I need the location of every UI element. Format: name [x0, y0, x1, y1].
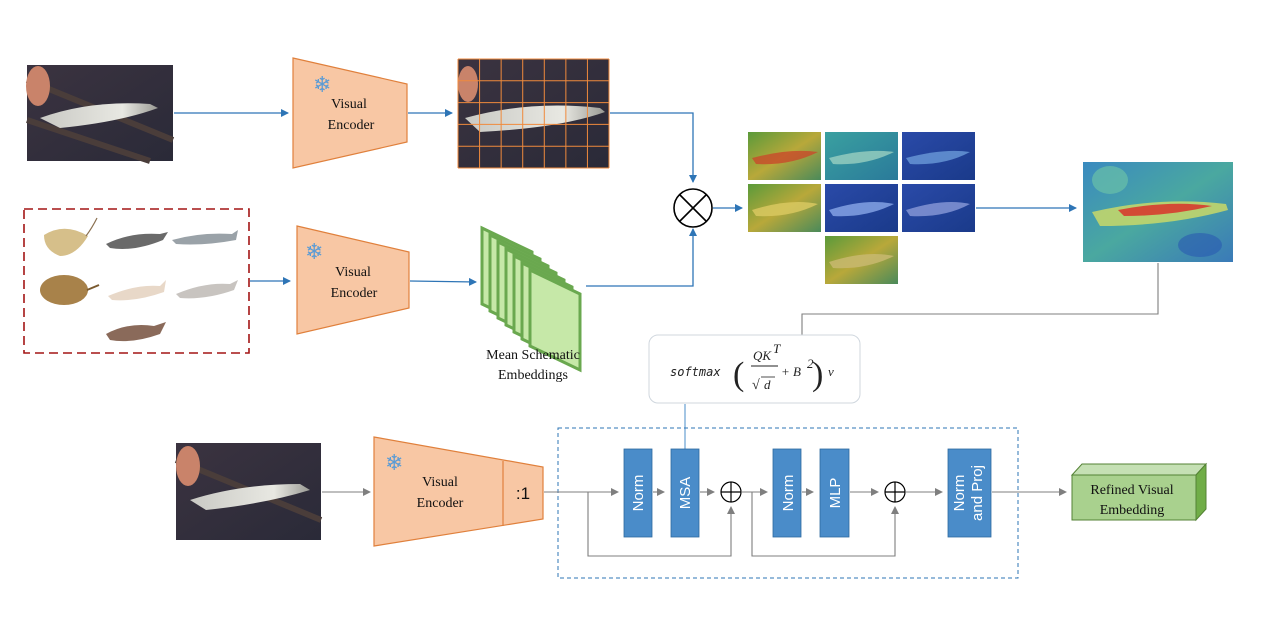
output-label-2: Embedding: [1100, 503, 1165, 518]
heatmap-tile: [748, 132, 821, 180]
multiply-circle-icon: [673, 188, 713, 228]
visual-encoder-top: ❄ Visual Encoder: [292, 57, 408, 169]
norm-and-proj-block: Norm and Proj: [947, 448, 992, 538]
snowflake-icon: ❄: [305, 239, 323, 264]
cls-token-label: :1: [516, 484, 530, 503]
visual-encoder-bottom: ❄ Visual Encoder :1: [373, 436, 544, 547]
msa-label: MSA: [677, 477, 694, 510]
arrow-fused-to-formula: [798, 263, 1159, 353]
formula-numerator-sup: T: [773, 341, 781, 356]
arrow-embeddings-to-product: [586, 228, 697, 287]
schematic-ray: [40, 275, 100, 305]
schematic-ray: [44, 217, 98, 256]
mlp-block: MLP: [819, 448, 850, 538]
heatmap-tile: [902, 132, 975, 180]
refined-visual-embedding-box: Refined Visual Embedding: [1070, 462, 1208, 522]
schematic-shark: [106, 232, 168, 249]
formula-value-term: v: [828, 364, 834, 379]
plus-circle-icon: [720, 481, 742, 503]
formula-numerator: QK: [753, 348, 772, 363]
embedding-card: [528, 267, 582, 373]
formula-paren-left: (: [733, 356, 744, 393]
attention-formula-box: softmax ( QK T √ d + B 2 ) v: [648, 334, 861, 404]
attention-heatmap-grid: [748, 132, 975, 284]
residual-connection-1: [587, 492, 735, 557]
input-photo-top: [25, 65, 175, 164]
formula-denominator: d: [764, 377, 771, 392]
plus-circle-icon: [884, 481, 906, 503]
mean-schematic-embeddings: [480, 225, 582, 373]
norm2-label: Norm: [780, 475, 797, 512]
schematic-examples-box: [23, 208, 250, 354]
formula-bias-sup: 2: [807, 356, 814, 371]
patch-grid-image: [457, 58, 610, 169]
input-photo-bottom: [174, 443, 323, 540]
schematic-shark: [176, 280, 238, 299]
msa-block: MSA: [670, 448, 700, 538]
heatmap-tile: [825, 184, 898, 232]
norm-proj-label-1: Norm: [951, 475, 968, 512]
heatmap-tile: [825, 132, 898, 180]
norm-proj-label-2: and Proj: [969, 465, 986, 521]
encoder-middle-label-2: Encoder: [331, 286, 378, 301]
encoder-top-label-1: Visual: [331, 97, 367, 112]
snowflake-icon: ❄: [313, 72, 331, 97]
encoder-bottom-label-1: Visual: [422, 475, 458, 490]
embeddings-label-1: Mean Schematic: [486, 348, 580, 363]
residual-connection-2: [751, 492, 899, 557]
encoder-top-label-2: Encoder: [328, 118, 375, 133]
sqrt-icon: √: [752, 378, 760, 393]
mlp-label: MLP: [827, 478, 844, 509]
embeddings-label-2: Embeddings: [498, 368, 568, 383]
schematic-shark: [106, 322, 166, 342]
snowflake-icon: ❄: [385, 450, 403, 475]
norm1-block: Norm: [623, 448, 653, 538]
arrow-encoder-to-embeddings: [409, 277, 477, 286]
formula-paren-right: ): [812, 356, 823, 393]
heatmap-tile: [825, 236, 898, 284]
output-label-1: Refined Visual: [1090, 483, 1173, 498]
fused-heatmap-image: [1083, 162, 1233, 262]
encoder-middle-label-1: Visual: [335, 265, 371, 280]
heatmap-tile: [748, 184, 821, 232]
arrow-patches-to-product: [610, 112, 697, 183]
schematic-shark: [172, 230, 238, 245]
transformer-block-frame: [557, 427, 1019, 579]
formula-bias-term: + B: [781, 364, 801, 379]
heatmap-tile: [902, 184, 975, 232]
formula-function: softmax: [670, 365, 721, 379]
norm1-label: Norm: [630, 475, 647, 512]
encoder-bottom-label-2: Encoder: [417, 496, 464, 511]
norm2-block: Norm: [772, 448, 802, 538]
visual-encoder-middle: ❄ Visual Encoder: [296, 225, 410, 335]
schematic-shark: [108, 280, 166, 301]
